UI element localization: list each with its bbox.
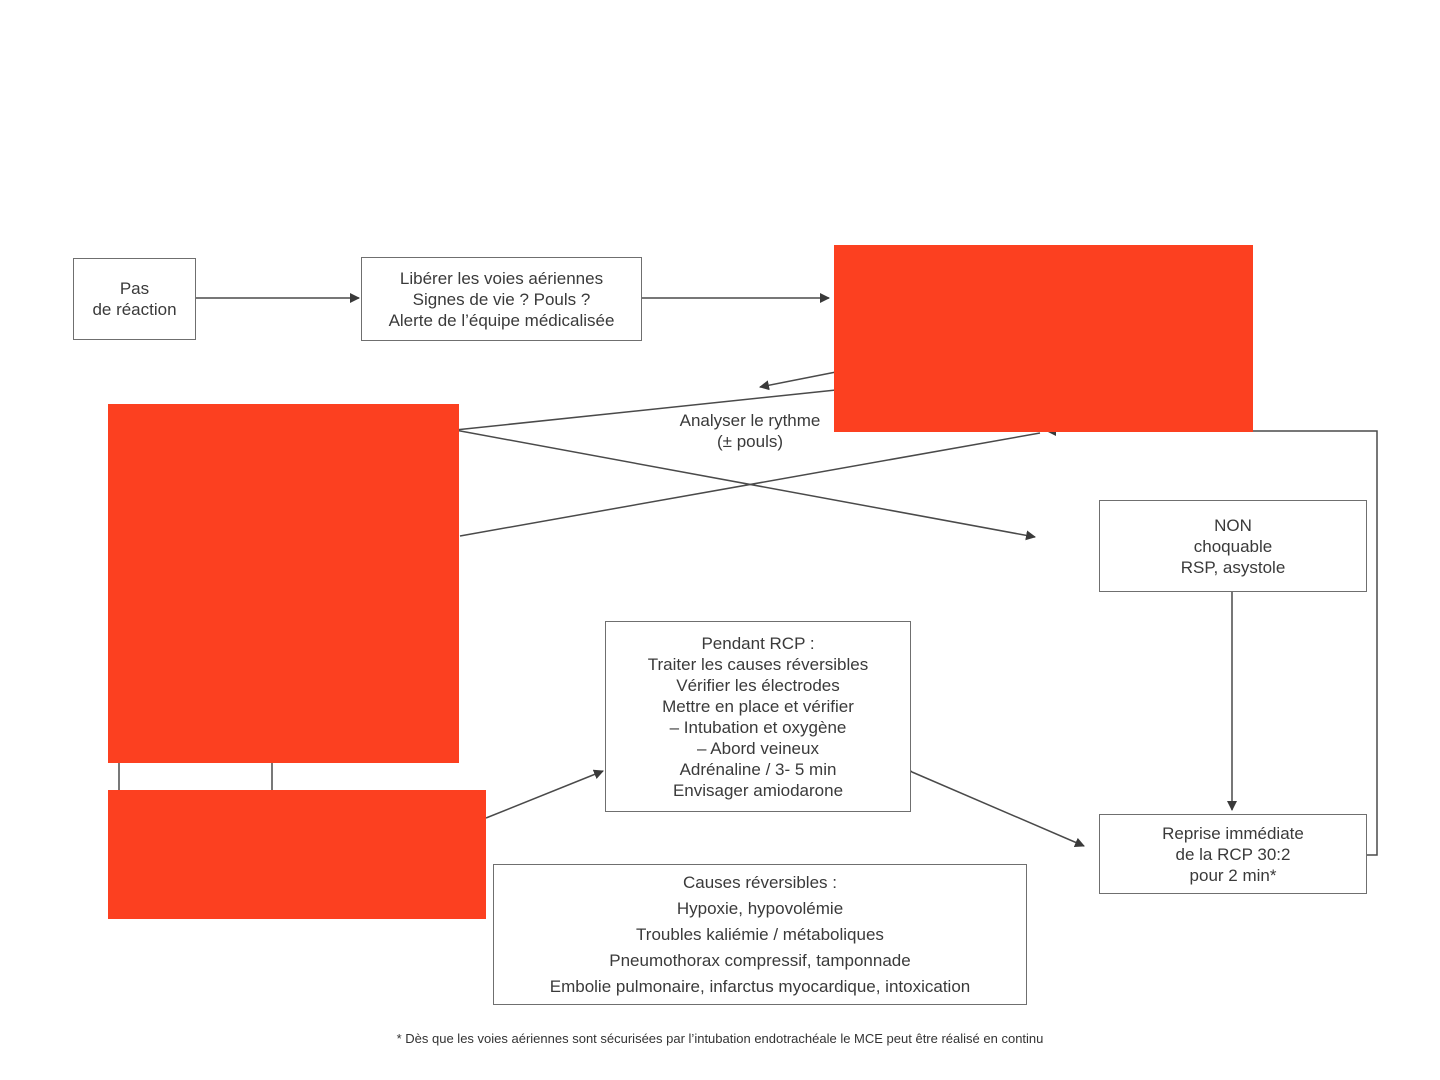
reversible-causes-box-line: Embolie pulmonaire, infarctus myocardiqu… xyxy=(549,976,971,996)
during-cpr-box-line: – Abord veineux xyxy=(697,738,819,758)
analyze-rhythm-label: Analyser le rythme (± pouls) xyxy=(640,410,860,452)
airway-box-line: Libérer les voies aériennes xyxy=(399,268,604,288)
analyze-rhythm-label-line: (± pouls) xyxy=(716,432,784,451)
no-reaction-box-line: de réaction xyxy=(92,300,177,319)
arrow-into-diamond xyxy=(759,371,837,391)
diamond-edge-left-top xyxy=(454,389,837,431)
resume-cpr-box-line: pour 2 min* xyxy=(1189,865,1277,885)
diamond-edge-return xyxy=(459,432,1041,537)
redaction-block-left xyxy=(108,404,459,763)
diamond-edge-left-bottom xyxy=(454,429,1036,541)
arrow-during-to-resume xyxy=(901,763,1085,848)
reversible-causes-box-line: Troubles kaliémie / métaboliques xyxy=(636,924,884,944)
footnote: * Dès que les voies aériennes sont sécur… xyxy=(396,1031,1044,1046)
reversible-causes-box-line: Hypoxie, hypovolémie xyxy=(676,898,844,918)
during-cpr-box-line: Adrénaline / 3- 5 min xyxy=(679,759,837,779)
redaction-block-top-right xyxy=(834,245,1253,432)
resume-cpr-box-line: de la RCP 30:2 xyxy=(1175,844,1291,864)
airway-box-line: Alerte de l’équipe médicalisée xyxy=(388,310,615,330)
non-shockable-box-line: NON xyxy=(1214,515,1252,535)
non-shockable-box-line: RSP, asystole xyxy=(1180,557,1286,577)
during-cpr-box-line: Envisager amiodarone xyxy=(672,780,844,800)
during-cpr-box: Pendant RCP :Traiter les causes réversib… xyxy=(605,621,911,812)
reversible-causes-box: Causes réversibles : Hypoxie, hypovolémie… xyxy=(493,864,1027,1005)
during-cpr-box-line: Mettre en place et vérifier xyxy=(662,696,854,716)
resume-cpr-box-line: Reprise immédiate xyxy=(1162,823,1304,843)
during-cpr-box-line: Pendant RCP : xyxy=(701,633,815,653)
airway-box-line: Signes de vie ? Pouls ? xyxy=(412,289,591,309)
during-cpr-box-line: Vérifier les électrodes xyxy=(676,675,840,695)
arrow-left-to-during xyxy=(485,769,604,819)
during-cpr-box-line: – Intubation et oxygène xyxy=(669,717,847,737)
non-shockable-box-line: choquable xyxy=(1193,536,1273,556)
reversible-causes-box-line: Causes réversibles : xyxy=(682,872,837,892)
redaction-block-bottom-left xyxy=(108,790,486,919)
during-cpr-box-line: Traiter les causes réversibles xyxy=(647,654,869,674)
loop-back-line xyxy=(1046,426,1378,856)
analyze-rhythm-label-line: Analyser le rythme xyxy=(679,411,821,430)
reversible-causes-box-line: Pneumothorax compressif, tamponnade xyxy=(609,950,911,970)
no-reaction-box: Pas de réaction xyxy=(73,258,196,340)
no-reaction-box-line: Pas xyxy=(119,279,150,298)
